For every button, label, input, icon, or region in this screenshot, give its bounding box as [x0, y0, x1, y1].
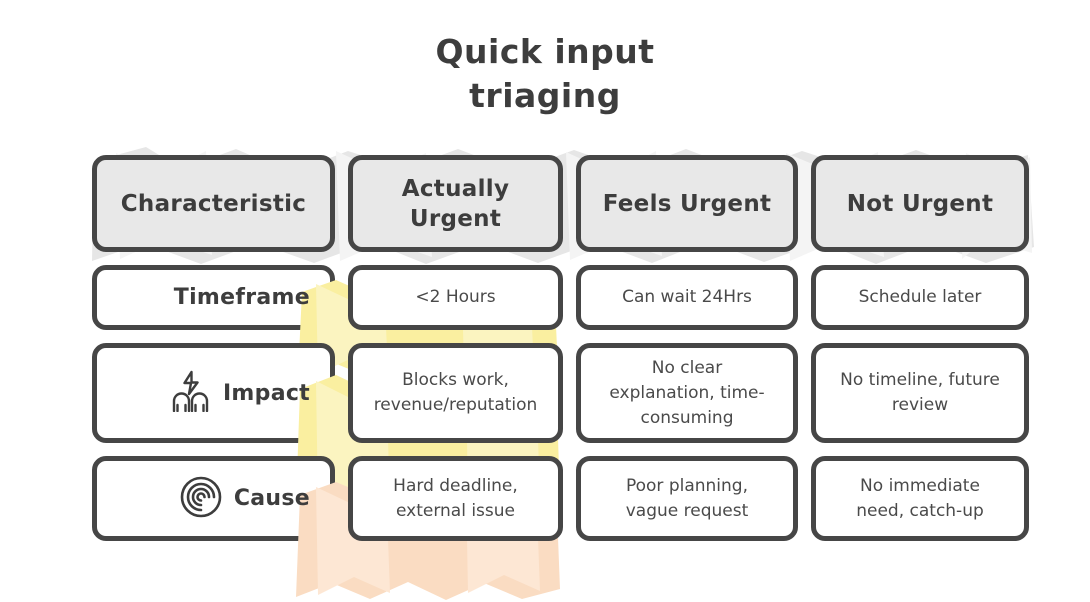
cell-text: Poor planning, vague request: [625, 475, 749, 521]
spiral-icon: [180, 476, 222, 522]
cell-impact-not-urgent: No timeline, future review: [811, 343, 1029, 443]
column-header-feels-urgent: Feels Urgent: [576, 155, 798, 252]
column-header-not-urgent: Not Urgent: [811, 155, 1029, 252]
cell-text: No immediate need, catch-up: [856, 475, 984, 521]
column-header-label: Characteristic: [120, 190, 307, 217]
column-header-label: Not Urgent: [846, 190, 994, 217]
cell-impact-actually-urgent: Blocks work, revenue/reputation: [348, 343, 563, 443]
column-header-characteristic: Characteristic: [92, 155, 335, 252]
page-title: Quick input triaging: [435, 32, 655, 115]
row-label-text: Cause: [233, 486, 310, 511]
cell-text: Blocks work, revenue/reputation: [373, 370, 538, 415]
cell-text: No timeline, future review: [840, 370, 1000, 415]
cell-timeframe-not-urgent: Schedule later: [811, 265, 1029, 330]
column-header-label: Feels Urgent: [602, 190, 772, 217]
cell-text: <2 Hours: [415, 287, 496, 307]
cell-text: No clear explanation, time- consuming: [609, 357, 765, 428]
cell-text: Schedule later: [858, 287, 982, 307]
row-label-cause: Cause: [92, 456, 560, 600]
cell-timeframe-feels-urgent: Can wait 24Hrs: [576, 265, 798, 330]
row-label-text: Impact: [222, 380, 310, 406]
row-label-timeframe: Timeframe: [92, 265, 558, 378]
cell-cause-not-urgent: No immediate need, catch-up: [811, 456, 1029, 541]
cell-impact-feels-urgent: No clear explanation, time- consuming: [576, 343, 798, 443]
triage-table: Characteristic Actually Urgent Feels Urg…: [92, 155, 1029, 600]
cell-text: Can wait 24Hrs: [622, 287, 752, 307]
column-header-actually-urgent: Actually Urgent: [348, 155, 563, 252]
column-header-label: Actually Urgent: [401, 175, 510, 232]
row-label-text: Timeframe: [173, 285, 310, 310]
row-label-impact: Impact: [92, 343, 560, 508]
cell-timeframe-actually-urgent: <2 Hours: [348, 265, 563, 330]
cell-text: Hard deadline, external issue: [393, 475, 518, 521]
people-lightning-icon: [171, 370, 211, 416]
cell-cause-actually-urgent: Hard deadline, external issue: [348, 456, 563, 541]
cell-cause-feels-urgent: Poor planning, vague request: [576, 456, 798, 541]
